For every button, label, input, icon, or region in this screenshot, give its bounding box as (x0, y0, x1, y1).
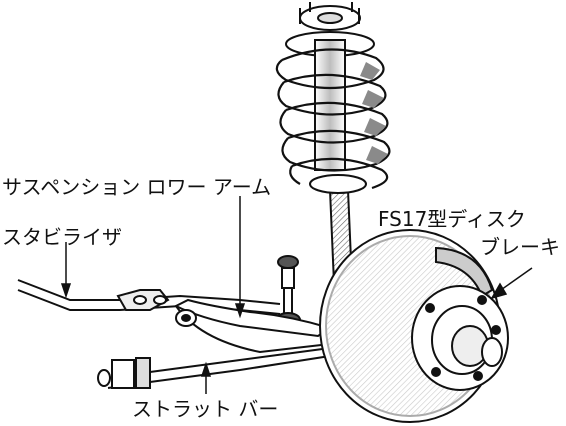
label-brake-model: FS17型ディスク (378, 207, 526, 231)
strut-bar (97, 347, 331, 389)
label-stabilizer: スタビライザ (2, 225, 122, 249)
label-lower-arm: サスペンション ロワー アーム (2, 175, 272, 199)
lower-arm (173, 298, 333, 354)
label-brake: ブレーキ (480, 235, 560, 259)
label-strut-bar: ストラット バー (132, 397, 279, 421)
coil-spring (275, 48, 391, 190)
brake-disc (319, 229, 509, 423)
leader-lines (60, 196, 533, 394)
strut-assembly (285, 2, 375, 331)
stabilizer-bar (17, 279, 281, 315)
